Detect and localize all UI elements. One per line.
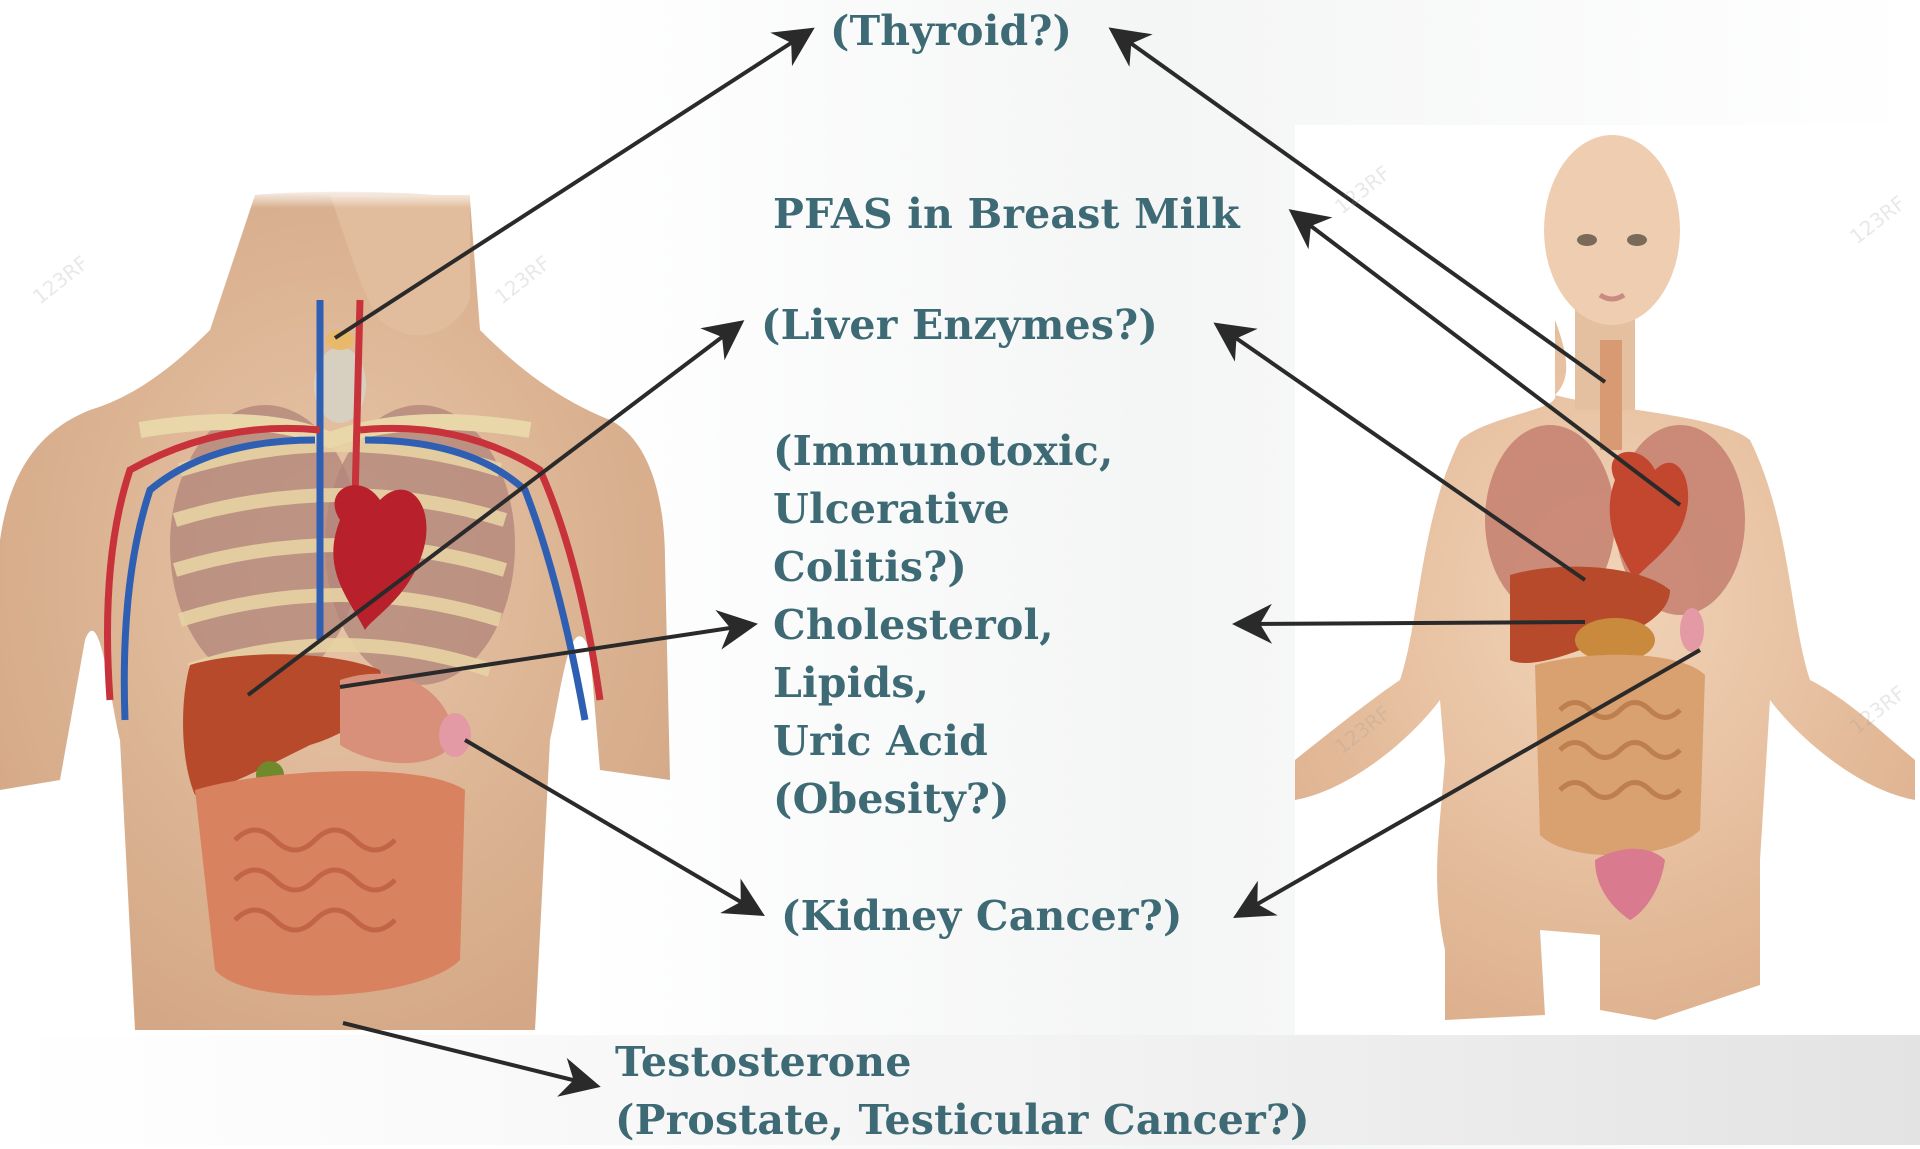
label-kidney-cancer: (Kidney Cancer?) [781, 887, 1183, 945]
label-testosterone-line: (Prostate, Testicular Cancer?) [615, 1091, 1310, 1149]
label-cholesterol-line: Lipids, [773, 654, 1113, 712]
label-liver-enzymes: (Liver Enzymes?) [761, 296, 1158, 354]
female-anatomy-figure [1295, 135, 1915, 1020]
arrow-male-testosterone [343, 1023, 593, 1085]
arrow-male-thyroid [335, 32, 808, 338]
label-cholesterol-line: (Obesity?) [773, 770, 1113, 828]
label-immunotoxic-line: Colitis?) [773, 538, 1113, 596]
label-immunotoxic-line: (Immunotoxic, [773, 422, 1113, 480]
male-anatomy-figure [0, 190, 670, 1030]
label-cholesterol-line: Uric Acid [773, 712, 1113, 770]
label-immunotoxic-line: Ulcerative [773, 480, 1113, 538]
arrow-female-cholesterol [1240, 622, 1585, 624]
label-cholesterol-line: Cholesterol, [773, 596, 1113, 654]
label-testosterone-block: Testosterone (Prostate, Testicular Cance… [615, 1033, 1310, 1149]
label-testosterone-line: Testosterone [615, 1033, 1310, 1091]
label-immunotoxic-block: (Immunotoxic, Ulcerative Colitis?) Chole… [773, 422, 1113, 828]
label-breast-milk: PFAS in Breast Milk [773, 185, 1240, 243]
label-thyroid: (Thyroid?) [830, 2, 1072, 60]
